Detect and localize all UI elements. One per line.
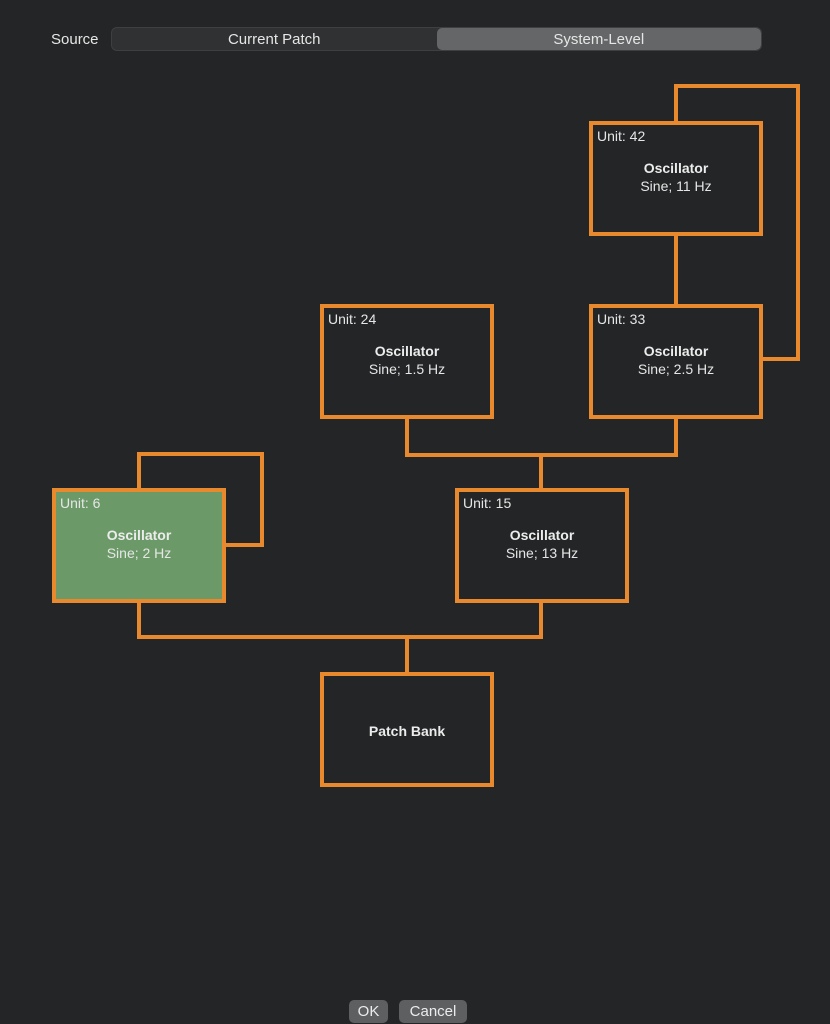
node-detail: Sine; 1.5 Hz bbox=[368, 361, 446, 377]
node-title: Oscillator bbox=[643, 343, 709, 359]
node-title: Oscillator bbox=[643, 160, 709, 176]
node-unit-label: Unit: 24 bbox=[328, 311, 377, 327]
node-detail: Sine; 11 Hz bbox=[640, 178, 712, 194]
ok-button[interactable]: OK bbox=[349, 1000, 388, 1023]
node-unit-label: Unit: 15 bbox=[463, 495, 512, 511]
oscillator-node-unit-33[interactable]: Unit: 33 Oscillator Sine; 2.5 Hz bbox=[589, 304, 763, 419]
source-segmented-control: Current Patch System-Level bbox=[111, 27, 762, 51]
oscillator-node-unit-6[interactable]: Unit: 6 Oscillator Sine; 2 Hz bbox=[52, 488, 226, 603]
node-title: Oscillator bbox=[509, 527, 575, 543]
node-detail: Sine; 2 Hz bbox=[106, 545, 172, 561]
cancel-button[interactable]: Cancel bbox=[399, 1000, 467, 1023]
node-detail: Sine; 13 Hz bbox=[505, 545, 579, 561]
patch-bank-node[interactable]: Patch Bank bbox=[320, 672, 494, 787]
node-detail: Sine; 2.5 Hz bbox=[637, 361, 715, 377]
segment-current-patch[interactable]: Current Patch bbox=[227, 30, 321, 48]
node-unit-label: Unit: 6 bbox=[60, 495, 101, 511]
oscillator-node-unit-15[interactable]: Unit: 15 Oscillator Sine; 13 Hz bbox=[455, 488, 629, 603]
source-label: Source bbox=[51, 31, 99, 48]
node-title: Patch Bank bbox=[368, 723, 446, 739]
node-title: Oscillator bbox=[374, 343, 440, 359]
oscillator-node-unit-24[interactable]: Unit: 24 Oscillator Sine; 1.5 Hz bbox=[320, 304, 494, 419]
segment-system-level[interactable]: System-Level bbox=[436, 28, 761, 50]
unit24-unit33-merge-connector bbox=[405, 418, 678, 457]
node-unit-label: Unit: 42 bbox=[597, 128, 646, 144]
unit6-unit15-merge-connector bbox=[137, 602, 543, 639]
oscillator-node-unit-42[interactable]: Unit: 42 Oscillator Sine; 11 Hz bbox=[589, 121, 763, 236]
feedback-loop-unit42-connector bbox=[674, 84, 800, 361]
node-title: Oscillator bbox=[106, 527, 172, 543]
node-unit-label: Unit: 33 bbox=[597, 311, 646, 327]
feedback-loop-unit6-connector bbox=[137, 452, 264, 547]
